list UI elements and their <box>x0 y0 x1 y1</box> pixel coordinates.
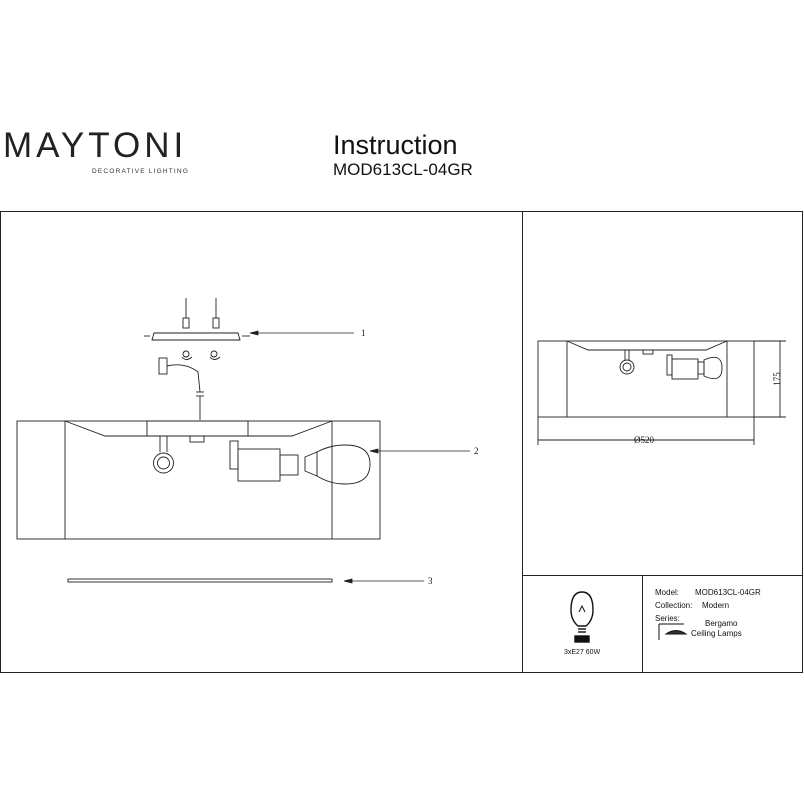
callout-2: 2 <box>474 446 479 456</box>
bulb-icon <box>570 591 594 643</box>
sheet-frame <box>0 211 803 673</box>
dimension-height: 175 <box>771 372 782 386</box>
brand-tagline: DECORATIVE LIGHTING <box>92 168 190 175</box>
callout-1: 1 <box>361 328 366 338</box>
callout-3: 3 <box>428 576 433 586</box>
side-elevation <box>537 340 786 445</box>
callout-leaders <box>249 330 470 584</box>
brand-logo: MAYTONI <box>3 128 187 163</box>
mounting-bracket <box>144 298 250 420</box>
spec-model-label: Model: <box>655 588 680 597</box>
spec-type-value: Ceiling Lamps <box>691 629 742 638</box>
bulb-spec: 3xE27 60W <box>564 649 601 656</box>
spec-model-value: MOD613CL-04GR <box>695 588 761 597</box>
page-title: Instruction <box>333 130 458 160</box>
spec-collection-value: Modern <box>702 601 730 610</box>
brand-name: MAYTONI <box>3 126 188 165</box>
diffuser-plate <box>67 578 333 583</box>
lamp-body <box>16 420 381 540</box>
header-model: MOD613CL-04GR <box>333 160 473 179</box>
spec-series-label: Series: <box>655 614 680 623</box>
ceiling-lamp-icon <box>658 623 688 640</box>
spec-series-value: Bergamo <box>705 619 738 628</box>
spec-collection-label: Collection: <box>655 601 693 610</box>
dimension-diameter: Ø520 <box>634 435 654 445</box>
